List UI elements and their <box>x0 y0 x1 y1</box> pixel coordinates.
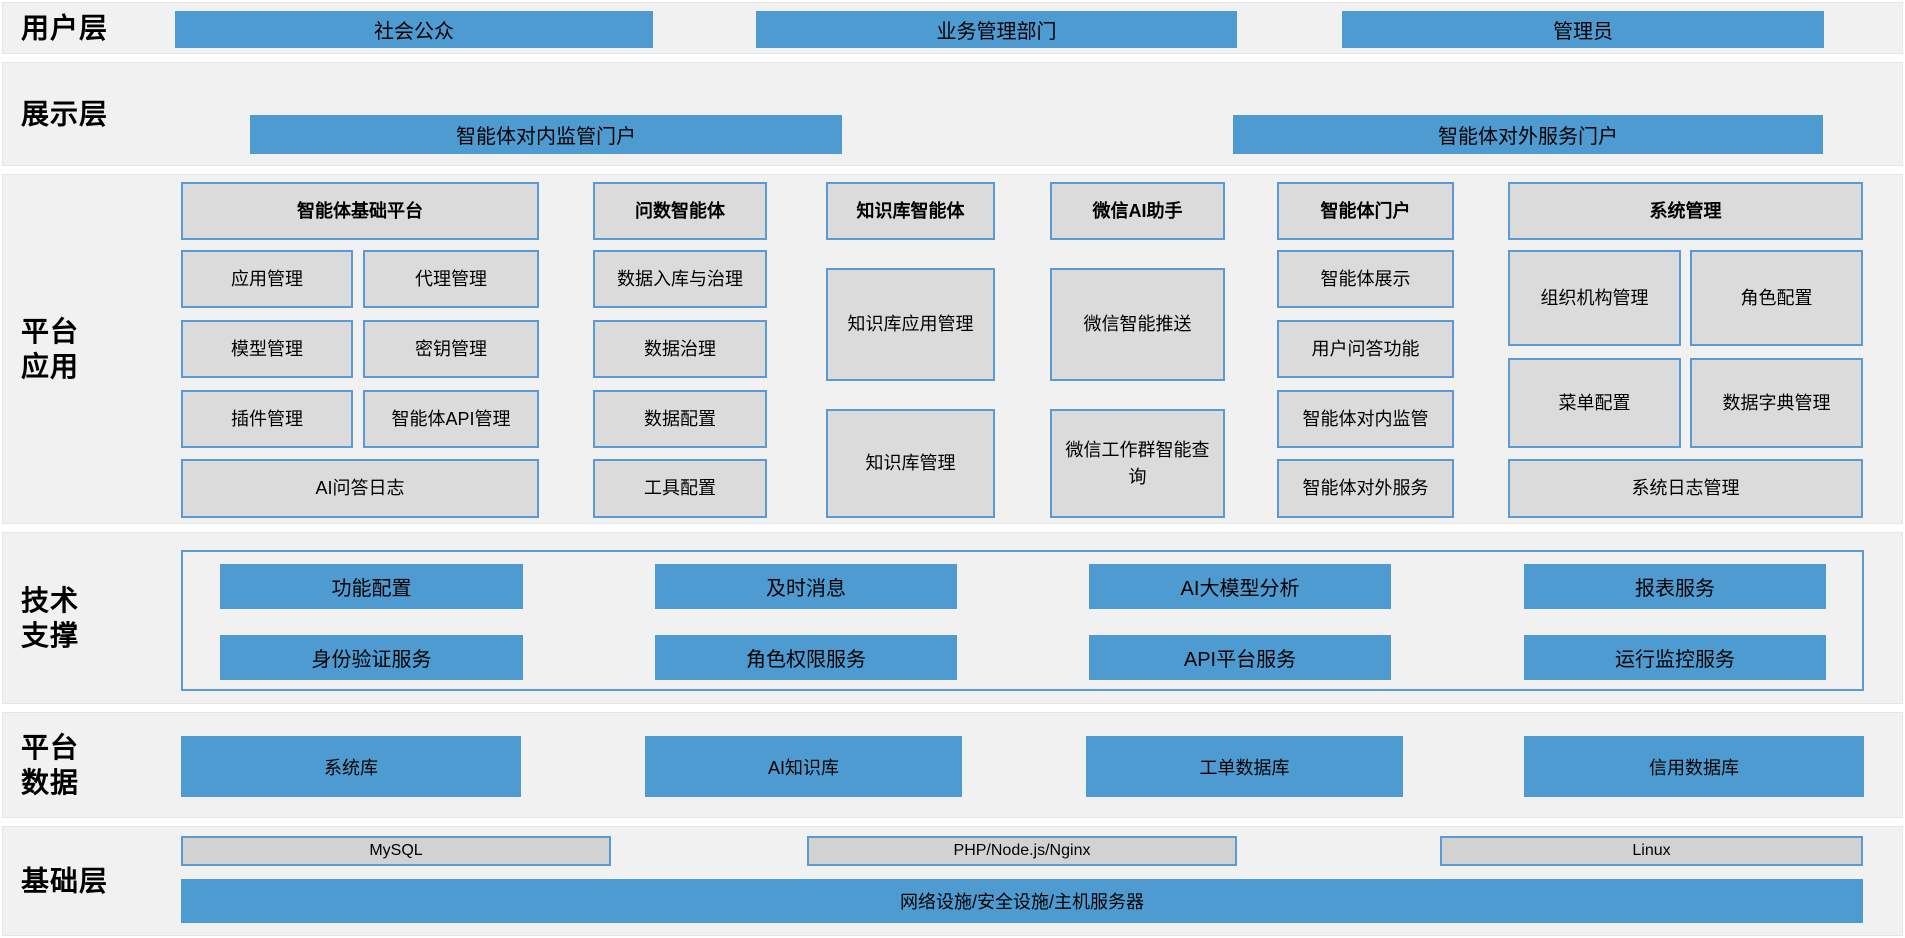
box-business-management-dept: 业务管理部门 <box>756 11 1237 48</box>
box-ai-knowledge-db: AI知识库 <box>645 736 962 797</box>
box-administrator: 管理员 <box>1342 11 1824 48</box>
tech-support-band: 技术 支撑 功能配置 及时消息 AI大模型分析 报表服务 身份验证服务 角色权限… <box>2 532 1903 704</box>
box-report-service: 报表服务 <box>1524 564 1826 609</box>
box-agent-internal-supervision: 智能体对内监管 <box>1277 390 1454 448</box>
infra-layer-label: 基础层 <box>21 865 109 897</box>
platform-data-label: 平台 数据 <box>21 730 79 800</box>
box-ai-llm-analysis: AI大模型分析 <box>1089 564 1391 609</box>
box-network-security-host-infrastructure: 网络设施/安全设施/主机服务器 <box>181 879 1863 923</box>
box-data-config: 数据配置 <box>593 390 767 448</box>
box-agent-showcase: 智能体展示 <box>1277 250 1454 308</box>
box-credit-db: 信用数据库 <box>1524 736 1864 797</box>
box-wechat-workgroup-smart-query: 微信工作群智能查询 <box>1050 409 1225 518</box>
box-wechat-smart-push: 微信智能推送 <box>1050 268 1225 381</box>
box-mysql: MySQL <box>181 836 611 866</box>
box-function-config: 功能配置 <box>220 564 523 609</box>
box-menu-config: 菜单配置 <box>1508 358 1681 448</box>
col-agent-base-platform-header: 智能体基础平台 <box>181 182 539 240</box>
display-layer-label: 展示层 <box>21 98 109 130</box>
box-org-structure-management: 组织机构管理 <box>1508 250 1681 346</box>
box-data-dictionary-management: 数据字典管理 <box>1690 358 1863 448</box>
box-kb-management: 知识库管理 <box>826 409 995 518</box>
user-layer-label: 用户层 <box>21 12 109 44</box>
box-work-order-db: 工单数据库 <box>1086 736 1403 797</box>
box-app-management: 应用管理 <box>181 250 353 308</box>
infra-layer-band: 基础层 MySQL PHP/Node.js/Nginx Linux 网络设施/安… <box>2 826 1903 936</box>
col-data-query-agent-header: 问数智能体 <box>593 182 767 240</box>
box-php-nodejs-nginx: PHP/Node.js/Nginx <box>807 836 1237 866</box>
tech-support-label: 技术 支撑 <box>21 583 79 653</box>
box-agent-api-management: 智能体API管理 <box>363 390 539 448</box>
display-layer-band: 展示层 智能体对内监管门户 智能体对外服务门户 <box>2 62 1903 166</box>
col-knowledge-base-agent-header: 知识库智能体 <box>826 182 995 240</box>
box-ai-qa-log: AI问答日志 <box>181 459 539 518</box>
box-external-service-portal: 智能体对外服务门户 <box>1233 115 1823 154</box>
box-instant-message: 及时消息 <box>655 564 957 609</box>
box-linux: Linux <box>1440 836 1863 866</box>
label-line: 技术 <box>21 585 80 616</box>
box-api-platform-service: API平台服务 <box>1089 635 1391 680</box>
user-layer-band: 用户层 社会公众 业务管理部门 管理员 <box>2 2 1903 54</box>
box-system-db: 系统库 <box>181 736 521 797</box>
box-agent-external-service: 智能体对外服务 <box>1277 459 1454 518</box>
box-plugin-management: 插件管理 <box>181 390 353 448</box>
box-identity-verification-service: 身份验证服务 <box>220 635 523 680</box>
col-agent-portal-header: 智能体门户 <box>1277 182 1454 240</box>
col-system-management-header: 系统管理 <box>1508 182 1863 240</box>
label-line: 数据 <box>21 767 80 798</box>
box-role-permission-service: 角色权限服务 <box>655 635 957 680</box>
label-line: 平台 <box>21 732 80 763</box>
box-system-log-management: 系统日志管理 <box>1508 459 1863 518</box>
box-public-users: 社会公众 <box>175 11 653 48</box>
platform-app-label: 平台 应用 <box>21 314 79 384</box>
label-line: 应用 <box>21 351 80 382</box>
platform-app-band: 平台 应用 智能体基础平台 应用管理 代理管理 模型管理 密钥管理 插件管理 智… <box>2 174 1903 524</box>
box-data-governance: 数据治理 <box>593 320 767 378</box>
box-model-management: 模型管理 <box>181 320 353 378</box>
box-kb-app-management: 知识库应用管理 <box>826 268 995 381</box>
box-user-qa-function: 用户问答功能 <box>1277 320 1454 378</box>
tech-support-container <box>181 550 1864 691</box>
box-key-management: 密钥管理 <box>363 320 539 378</box>
label-line: 支撑 <box>21 620 80 651</box>
col-wechat-ai-assistant-header: 微信AI助手 <box>1050 182 1225 240</box>
platform-data-band: 平台 数据 系统库 AI知识库 工单数据库 信用数据库 <box>2 712 1903 818</box>
box-data-ingest-governance: 数据入库与治理 <box>593 250 767 308</box>
box-agent-proxy-management: 代理管理 <box>363 250 539 308</box>
box-tool-config: 工具配置 <box>593 459 767 518</box>
box-internal-supervision-portal: 智能体对内监管门户 <box>250 115 842 154</box>
box-operation-monitoring-service: 运行监控服务 <box>1524 635 1826 680</box>
box-role-config: 角色配置 <box>1690 250 1863 346</box>
label-line: 平台 <box>21 316 80 347</box>
